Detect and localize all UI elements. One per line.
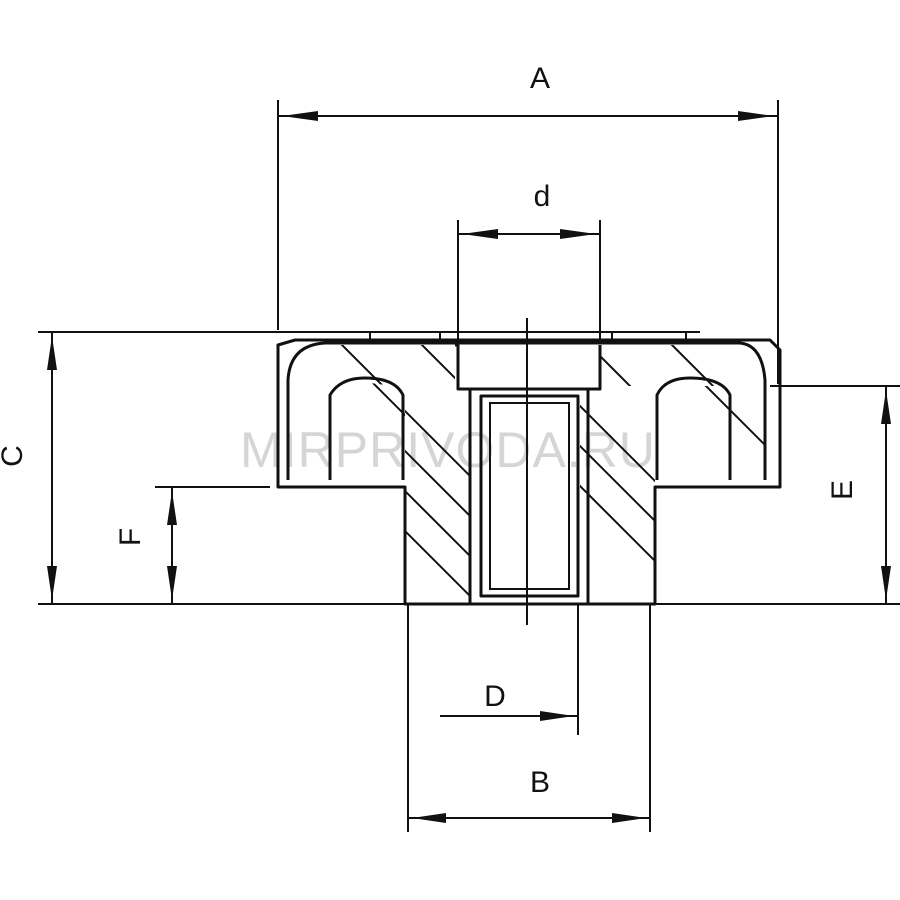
label-d-bore: D [484, 680, 506, 713]
label-e: E [826, 480, 859, 500]
label-c: C [0, 445, 29, 467]
section-hatching [339, 345, 765, 604]
dimension-f: F [114, 487, 177, 604]
dimension-a: A [277, 62, 779, 384]
knob-outline [276, 333, 782, 606]
label-a: A [530, 62, 550, 95]
dimension-c: C [0, 332, 57, 604]
dimension-d-bore: D [440, 604, 579, 735]
dimension-d: d [457, 180, 601, 344]
label-d: d [534, 180, 551, 213]
label-f: F [114, 528, 147, 546]
label-b: B [530, 766, 550, 799]
dimension-e: E [826, 386, 891, 604]
watermark-text: MIRPRIVODA.RU [240, 422, 656, 478]
dimension-b: B [407, 604, 651, 832]
